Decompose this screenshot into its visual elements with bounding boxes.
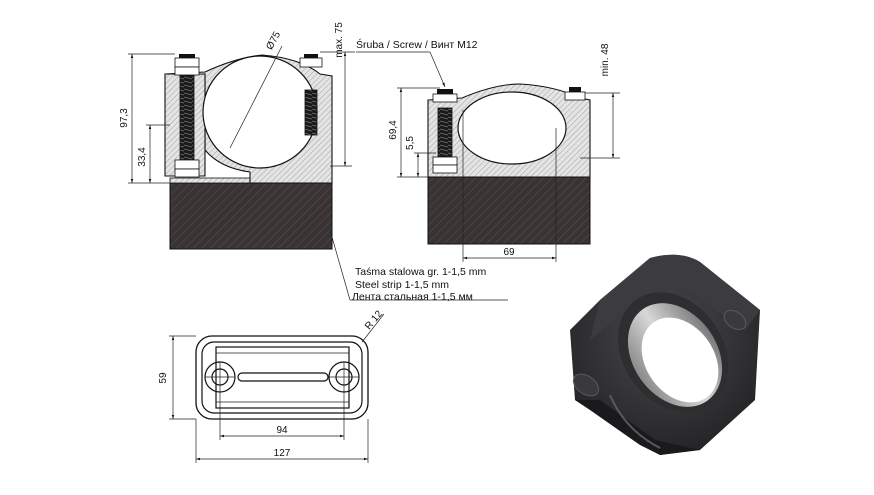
left-bolt-1 xyxy=(179,74,195,168)
product-photo xyxy=(570,254,760,455)
dim-max-height: max. 75 xyxy=(334,22,345,58)
strip-note-pl: Taśma stalowa gr. 1-1,5 mm xyxy=(355,266,487,278)
right-bolt-1 xyxy=(437,107,453,164)
dim-right-small: 5,5 xyxy=(405,136,416,150)
right-base-block xyxy=(427,176,591,245)
strip-note-ru: Лента стальная 1-1,5 мм xyxy=(352,291,473,303)
dim-left-lower: 33,4 xyxy=(137,147,148,167)
left-bolt-2 xyxy=(304,89,318,136)
right-section-view: 69,4 5,5 min. 48 69 Śruba / Screw / Винт… xyxy=(356,38,620,262)
hex-nut-icon xyxy=(174,159,200,178)
right-pipe xyxy=(457,91,567,165)
dim-hole-spacing: 94 xyxy=(276,425,288,436)
dim-right-width: 69 xyxy=(503,247,515,258)
left-base-block xyxy=(169,182,333,250)
dim-right-height: 69,4 xyxy=(388,120,399,140)
bolt-hole-icon xyxy=(328,361,360,393)
hex-nut-icon xyxy=(432,89,458,103)
top-view: 59 94 127 R 12 xyxy=(158,308,385,463)
hex-nut-icon xyxy=(564,87,586,101)
hex-nut-icon xyxy=(174,54,200,76)
hex-nut-icon xyxy=(299,54,323,68)
strip-note-en: Steel strip 1-1,5 mm xyxy=(355,279,449,291)
dim-total-width: 127 xyxy=(274,448,291,459)
left-pipe xyxy=(202,55,318,169)
dim-top-height: 59 xyxy=(158,372,169,384)
dim-min-height: min. 48 xyxy=(600,43,611,76)
dim-left-height: 97,3 xyxy=(119,108,130,128)
screw-note: Śruba / Screw / Винт M12 xyxy=(356,38,478,51)
bolt-hole-icon xyxy=(204,361,236,393)
left-section-view: 97,3 33,4 Ø75 max. 75 xyxy=(119,22,508,301)
hex-nut-icon xyxy=(432,156,458,174)
left-steel-strip xyxy=(169,177,251,184)
top-outer xyxy=(195,335,369,420)
dim-radius: R 12 xyxy=(363,308,385,332)
